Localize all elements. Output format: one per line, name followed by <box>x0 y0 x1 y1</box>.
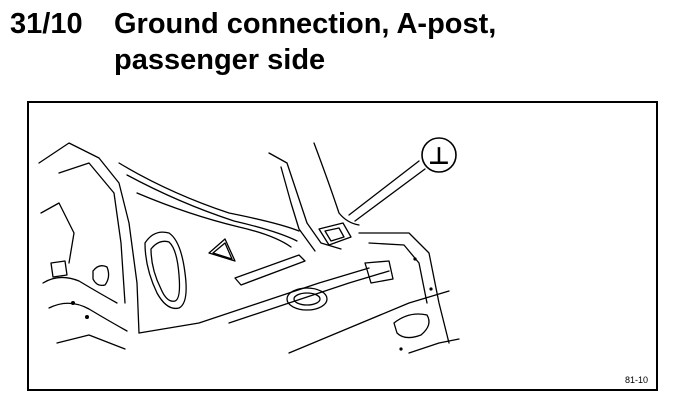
floor-back-edge <box>288 290 450 354</box>
left-oval-cutout <box>144 231 187 310</box>
bolt-dot-3 <box>413 257 417 261</box>
right-cutout <box>364 260 394 284</box>
section-title-line-2: passenger side <box>114 44 326 76</box>
triangle-inner <box>212 242 233 260</box>
lower-left-part-2 <box>48 302 128 332</box>
bolt-dot-4 <box>429 287 433 291</box>
bolt-dot-1 <box>71 301 75 305</box>
left-inner-edge <box>40 202 75 264</box>
left-oval-inner <box>150 240 181 302</box>
right-panel-inner <box>368 242 428 304</box>
lower-left-part <box>42 276 118 304</box>
left-panel-edge <box>58 162 126 304</box>
left-small-cutout <box>92 265 110 287</box>
callout-leader-line-2 <box>354 168 426 222</box>
ground-symbol-icon: ⊥ <box>428 142 450 170</box>
floor-mid-edge <box>228 270 390 324</box>
ground-bracket <box>318 222 352 246</box>
triangle-cutout <box>208 238 236 262</box>
a-post-curve <box>313 142 360 226</box>
left-box-cutout <box>50 260 68 278</box>
right-slot <box>393 313 430 339</box>
upper-arch-low <box>136 192 292 248</box>
section-heading: 31/10 Ground connection, A-post, passeng… <box>10 6 670 78</box>
right-panel <box>358 232 450 344</box>
floor-front-edge <box>138 267 370 334</box>
a-post-outer <box>268 152 342 250</box>
heading-row-2: passenger side <box>10 42 670 78</box>
bolt-dot-5 <box>399 347 403 351</box>
bolt-dot-2 <box>85 315 89 319</box>
ground-bracket-inner <box>324 227 345 242</box>
a-post-inner <box>280 166 316 252</box>
callout-marker: ⊥ <box>421 137 457 173</box>
illustration-frame: ⊥ 81-10 <box>27 101 658 391</box>
callout-leader-line <box>348 160 420 216</box>
figure-id: 81-10 <box>624 375 648 385</box>
lower-left-part-3 <box>56 334 126 350</box>
heading-row-1: 31/10 Ground connection, A-post, <box>10 6 670 42</box>
heading-indent <box>10 42 114 78</box>
upper-arch-inner <box>126 174 298 242</box>
upper-arch <box>118 162 300 232</box>
section-title-line-1: Ground connection, A-post, <box>114 8 497 40</box>
section-number: 31/10 <box>10 8 83 40</box>
left-body-panel <box>38 142 140 334</box>
slot-cutout <box>234 254 306 286</box>
right-edge-line <box>408 338 460 354</box>
callout-circle <box>421 137 457 173</box>
a-post-illustration: ⊥ <box>38 137 460 354</box>
floor-oval-inner <box>293 292 321 306</box>
floor-oval <box>286 287 328 311</box>
